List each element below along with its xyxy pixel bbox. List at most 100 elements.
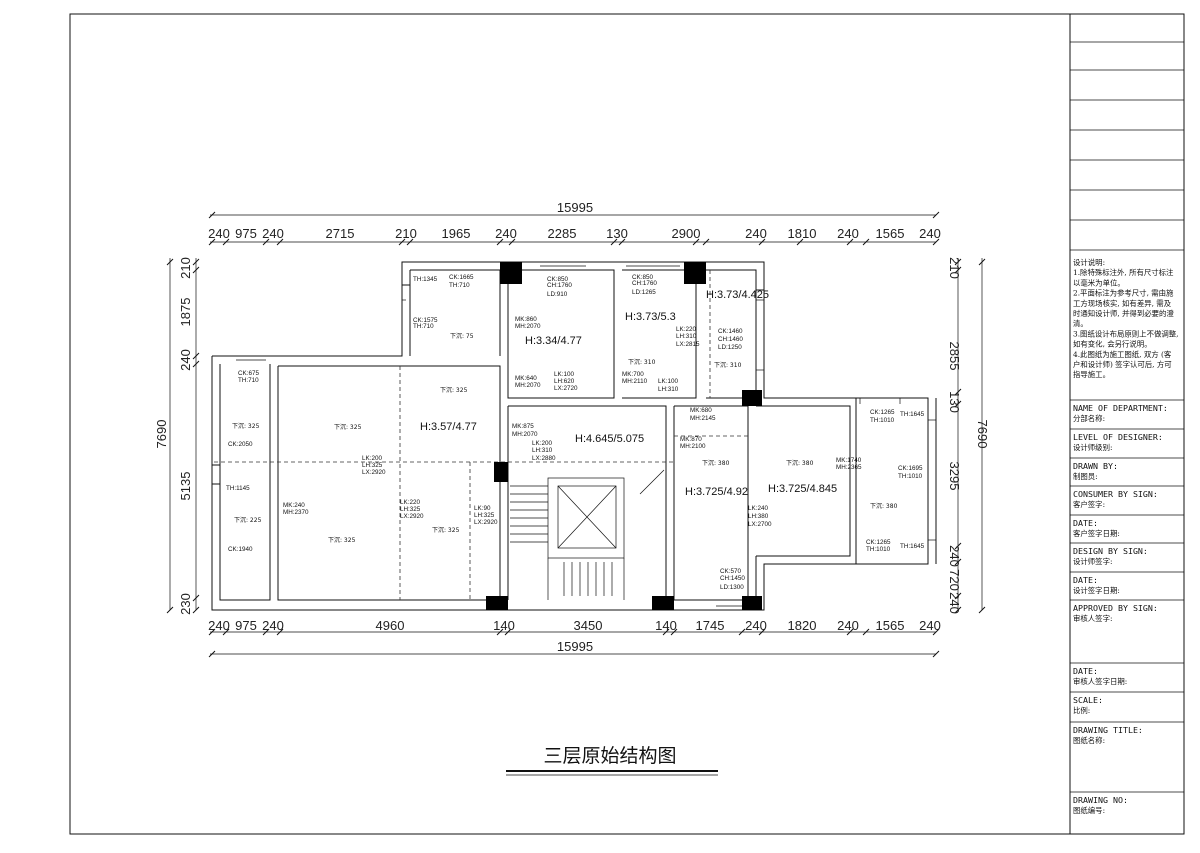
opening-label: CK:1695 — [898, 465, 923, 472]
opening-label: LX:2920 — [362, 469, 386, 476]
field-label-cn: 图纸名称: — [1073, 736, 1105, 745]
opening-label: TH:1645 — [900, 543, 925, 550]
field-label-en: DRAWN BY: — [1073, 461, 1118, 471]
opening-label: LK:100 — [658, 378, 678, 385]
sink-label: 下沉: 380 — [786, 459, 814, 467]
field-label-en: DRAWING TITLE: — [1073, 725, 1143, 735]
field-label-en: DATE: — [1073, 518, 1098, 528]
opening-label: LK:220 — [676, 326, 696, 333]
dimension-label: 1875 — [178, 298, 193, 327]
field-label-cn: 制图员: — [1073, 472, 1098, 481]
dimension-label: 240 — [947, 592, 962, 614]
title-block: 设计说明:1.除特殊标注外, 所有尺寸标注以毫米为单位。2.平面标注为参考尺寸,… — [1070, 13, 1184, 815]
dimension-label: 2855 — [947, 342, 962, 371]
opening-label: MH:2365 — [836, 464, 862, 471]
sink-zone-dashes — [214, 270, 748, 600]
field-label-cn: 设计师签字: — [1073, 557, 1112, 566]
opening-label: LH:325 — [474, 512, 495, 519]
opening-label: CK:2050 — [228, 441, 253, 448]
sink-label: 下沉: 325 — [232, 422, 260, 430]
field-label-en: NAME OF DEPARTMENT: — [1073, 403, 1168, 413]
opening-label: LK:200 — [362, 455, 382, 462]
dimension-label: 720 — [947, 569, 962, 591]
overall-width-top: 15995 — [557, 200, 593, 215]
design-note: 时通知设计师, 并得到必要的澄 — [1073, 309, 1174, 318]
opening-label: CK:850 — [632, 274, 654, 281]
opening-label: TH:1010 — [898, 473, 923, 480]
sink-labels: 下沉: 75 下沉: 310 下沉: 310 下沉: 325 下沉: 325 下… — [232, 332, 898, 544]
opening-label: LD:1250 — [718, 344, 742, 351]
opening-label: MK:875 — [512, 423, 534, 430]
design-note: 1.除特殊标注外, 所有尺寸标注 — [1073, 268, 1174, 277]
room-height: H:3.73/5.3 — [625, 311, 676, 323]
sink-label: 下沉: 325 — [334, 423, 362, 431]
overall-width-bottom: 15995 — [557, 639, 593, 654]
design-note: 清。 — [1073, 319, 1088, 328]
field-label-en: SCALE: — [1073, 695, 1103, 705]
dimension-label: 1565 — [876, 226, 905, 241]
opening-label: TH:710 — [413, 323, 434, 330]
opening-label: LH:380 — [748, 513, 769, 520]
opening-label: MH:2370 — [283, 509, 309, 516]
opening-label: LD:910 — [547, 291, 568, 298]
opening-label: TH:710 — [449, 282, 470, 289]
dimension-ticks — [166, 211, 986, 658]
dimension-label: 1965 — [442, 226, 471, 241]
opening-label: LH:310 — [676, 333, 697, 340]
dimension-label: 140 — [655, 618, 677, 633]
dimension-label: 3450 — [574, 618, 603, 633]
field-label-en: DRAWING NO: — [1073, 795, 1128, 805]
dimension-label: 4960 — [376, 618, 405, 633]
dimension-lines — [169, 214, 983, 655]
room-height: H:4.645/5.075 — [575, 433, 644, 445]
opening-label: LX:2920 — [474, 519, 498, 526]
room-height: H:3.57/4.77 — [420, 421, 477, 433]
opening-label: MH:2100 — [680, 443, 706, 450]
opening-label: LX:2920 — [400, 513, 424, 520]
dimension-label: 230 — [178, 593, 193, 615]
opening-label: LH:620 — [554, 378, 575, 385]
sink-label: 下沉: 325 — [440, 386, 468, 394]
opening-label: LX:2700 — [748, 521, 772, 528]
field-label-cn: 审核人签字日期: — [1073, 677, 1127, 686]
dimension-label: 210 — [395, 226, 417, 241]
opening-label: CK:1265 — [866, 539, 891, 546]
structural-columns — [486, 262, 762, 610]
opening-label: LK:100 — [554, 371, 574, 378]
field-label-cn: 审核人签字: — [1073, 614, 1112, 623]
field-label-cn: 客户签字日期: — [1073, 529, 1120, 538]
dimension-label: 240 — [745, 618, 767, 633]
design-note: 工方现场核实, 如有差异, 需及 — [1073, 299, 1172, 308]
dimension-label: 2900 — [672, 226, 701, 241]
field-label-cn: 设计师级别: — [1073, 443, 1112, 452]
design-note: 4.此图纸为施工图纸, 双方 (客 — [1073, 350, 1172, 359]
opening-label: MK:1740 — [836, 457, 862, 464]
overall-height-left: 7690 — [154, 420, 169, 449]
design-note: 如有变化, 会另行说明。 — [1073, 340, 1152, 349]
opening-label: LD:1300 — [720, 584, 744, 591]
opening-label: TH:1010 — [870, 417, 895, 424]
opening-label: TH:1010 — [866, 546, 891, 553]
opening-label: CH:1450 — [720, 575, 745, 582]
opening-label: LD:1265 — [632, 289, 656, 296]
opening-label: MK:240 — [283, 502, 305, 509]
opening-label: CK:1575 — [413, 317, 438, 324]
dimension-label: 240 — [208, 226, 230, 241]
design-note: 以毫米为单位。 — [1073, 278, 1125, 287]
design-note: 指导施工。 — [1073, 370, 1110, 379]
opening-label: TH:710 — [238, 377, 259, 384]
design-note: 3.图纸设计布局原则上不做调整, — [1073, 329, 1178, 338]
sink-label: 下沉: 310 — [628, 358, 656, 366]
field-label-en: APPROVED BY SIGN: — [1073, 603, 1158, 613]
opening-label: LK:240 — [748, 505, 768, 512]
room-height-labels: H:3.73/4.425 H:3.73/5.3 H:3.34/4.77 H:3.… — [420, 289, 837, 498]
dimension-label: 2285 — [548, 226, 577, 241]
sink-label: 下沉: 310 — [714, 361, 742, 369]
field-label-en: DATE: — [1073, 575, 1098, 585]
opening-label: LK:200 — [532, 440, 552, 447]
opening-label: LH:325 — [400, 506, 421, 513]
